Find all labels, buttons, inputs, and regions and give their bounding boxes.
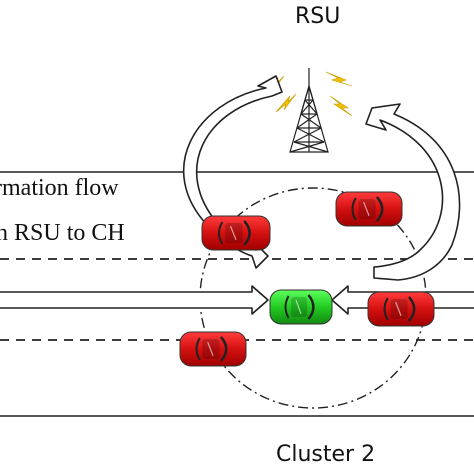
rsu-label: RSU bbox=[295, 4, 341, 29]
cluster-label: Cluster 2 bbox=[276, 442, 376, 467]
curved-arrow-right bbox=[365, 103, 461, 281]
road bbox=[0, 171, 474, 417]
info-flow-label-line2: n RSU to CH bbox=[0, 220, 125, 246]
car-cluster-head bbox=[269, 289, 333, 325]
arrow-left-to-ch bbox=[0, 285, 269, 315]
car-member-1 bbox=[201, 215, 271, 251]
info-flow-label-line1: rmation flow bbox=[0, 175, 119, 201]
car-member-2 bbox=[335, 191, 403, 227]
vehicles bbox=[179, 191, 435, 367]
car-member-3 bbox=[367, 291, 435, 327]
rsu-tower-icon bbox=[289, 68, 329, 153]
car-member-4 bbox=[179, 331, 247, 367]
